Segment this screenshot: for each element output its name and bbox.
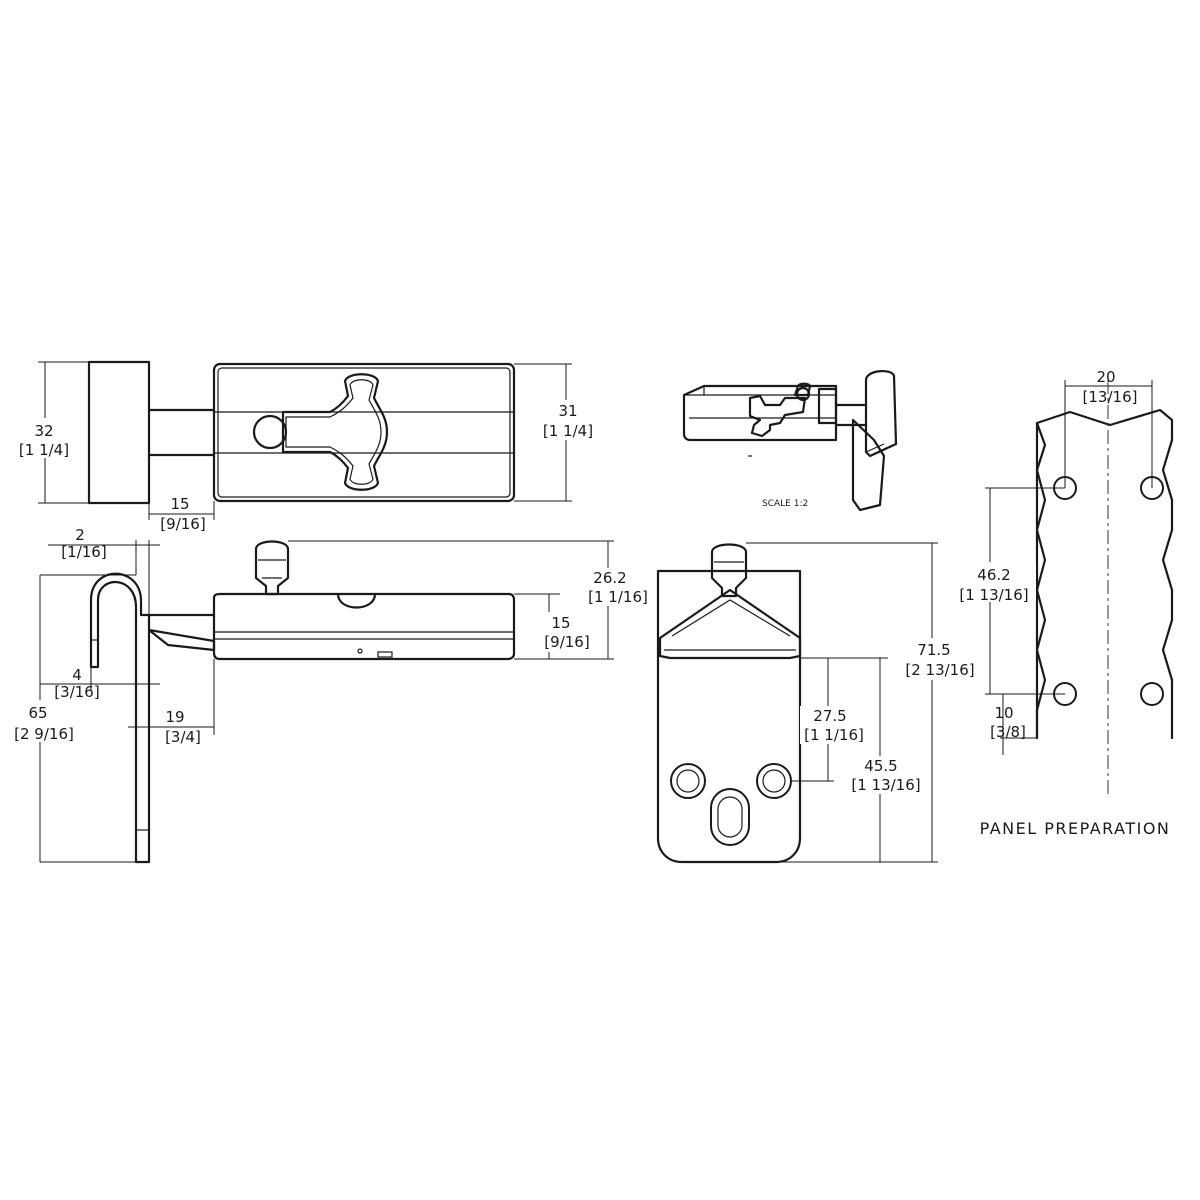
side-view: 2 [1/16] 65 [2 9/16] 4 [3/16] 19 [3/4] 2… [4,526,654,864]
isometric-view: SCALE 1:2 [682,370,898,512]
top-view-knob [252,414,288,450]
dim-10-in: [3/8] [990,723,1026,741]
dim-45-5-mm: 45.5 [864,757,897,775]
dim-2-in: [1/16] [61,543,106,561]
dim-15-top-in: [9/16] [160,515,205,533]
dim-46-2-in: [1 13/16] [959,586,1028,604]
top-view-bracket [87,360,151,505]
dim-27-5-in: [1 1/16] [804,726,864,744]
dim-26-2-mm: 26.2 [593,569,626,587]
dim-2-mm: 2 [75,526,85,544]
dim-19-mm: 19 [165,708,184,726]
top-view-slot-inner [285,379,382,485]
dim-46-2-mm: 46.2 [977,566,1010,584]
dim-32-in: [1 1/4] [19,441,69,459]
panel-preparation-view: 20 [13/16] 46.2 [1 13/16] 10 [3/8] PANEL… [950,368,1174,838]
dim-19-in: [3/4] [165,728,201,746]
dim-10-mm: 10 [994,704,1013,722]
iso-knob-stem [793,382,812,397]
iso-slot [748,394,807,438]
dim-15-top-mm: 15 [170,495,189,513]
top-view-housing [212,362,516,503]
dim-32-mm: 32 [34,422,53,440]
dim-71-5-mm: 71.5 [917,641,950,659]
dim-15-side-mm: 15 [551,614,570,632]
iso-scale-label: SCALE 1:2 [762,499,808,509]
front-view-body [658,588,802,660]
side-view-hook-plate [89,572,151,864]
dim-31-in: [1 1/4] [543,422,593,440]
dim-20-mm: 20 [1096,368,1115,386]
dim-65-mm: 65 [28,704,47,722]
front-view-hole-right [756,763,792,799]
iso-knob [795,386,811,402]
front-view-knob [710,543,748,598]
dim-45-5-in: [1 13/16] [851,776,920,794]
panel-title: PANEL PREPARATION [980,819,1171,838]
panel-hole-bottom-right [1140,682,1164,706]
top-view: 32 [1 1/4] 31 [1 1/4] 15 [9/16] [14,360,604,533]
front-view-hole-left [670,763,706,799]
side-view-angle [147,628,216,652]
iso-hook-top [864,370,898,458]
top-view-slot [281,373,389,491]
side-view-latch-mark [377,651,393,658]
iso-housing [682,384,838,442]
side-view-housing [212,592,516,661]
dim-4-in: [3/16] [54,683,99,701]
iso-collar [817,387,838,425]
panel-outline [1035,408,1174,740]
side-view-knob [254,540,290,596]
front-view-slot [710,788,750,846]
dim-15-side-in: [9/16] [544,633,589,651]
front-view: 71.5 [2 13/16] 27.5 [1 1/16] 45.5 [1 13/… [656,542,985,864]
top-view-housing-inner [217,367,511,498]
dim-26-2-in: [1 1/16] [588,588,648,606]
dim-20-in: [13/16] [1083,388,1138,406]
dim-4-mm: 4 [72,666,82,684]
dim-71-5-in: [2 13/16] [905,661,974,679]
panel-left-edge [1035,421,1047,740]
iso-plate [851,418,886,512]
dim-65-in: [2 9/16] [14,725,74,743]
side-view-notch [336,592,377,609]
dim-27-5-mm: 27.5 [813,707,846,725]
dim-31-mm: 31 [558,402,577,420]
